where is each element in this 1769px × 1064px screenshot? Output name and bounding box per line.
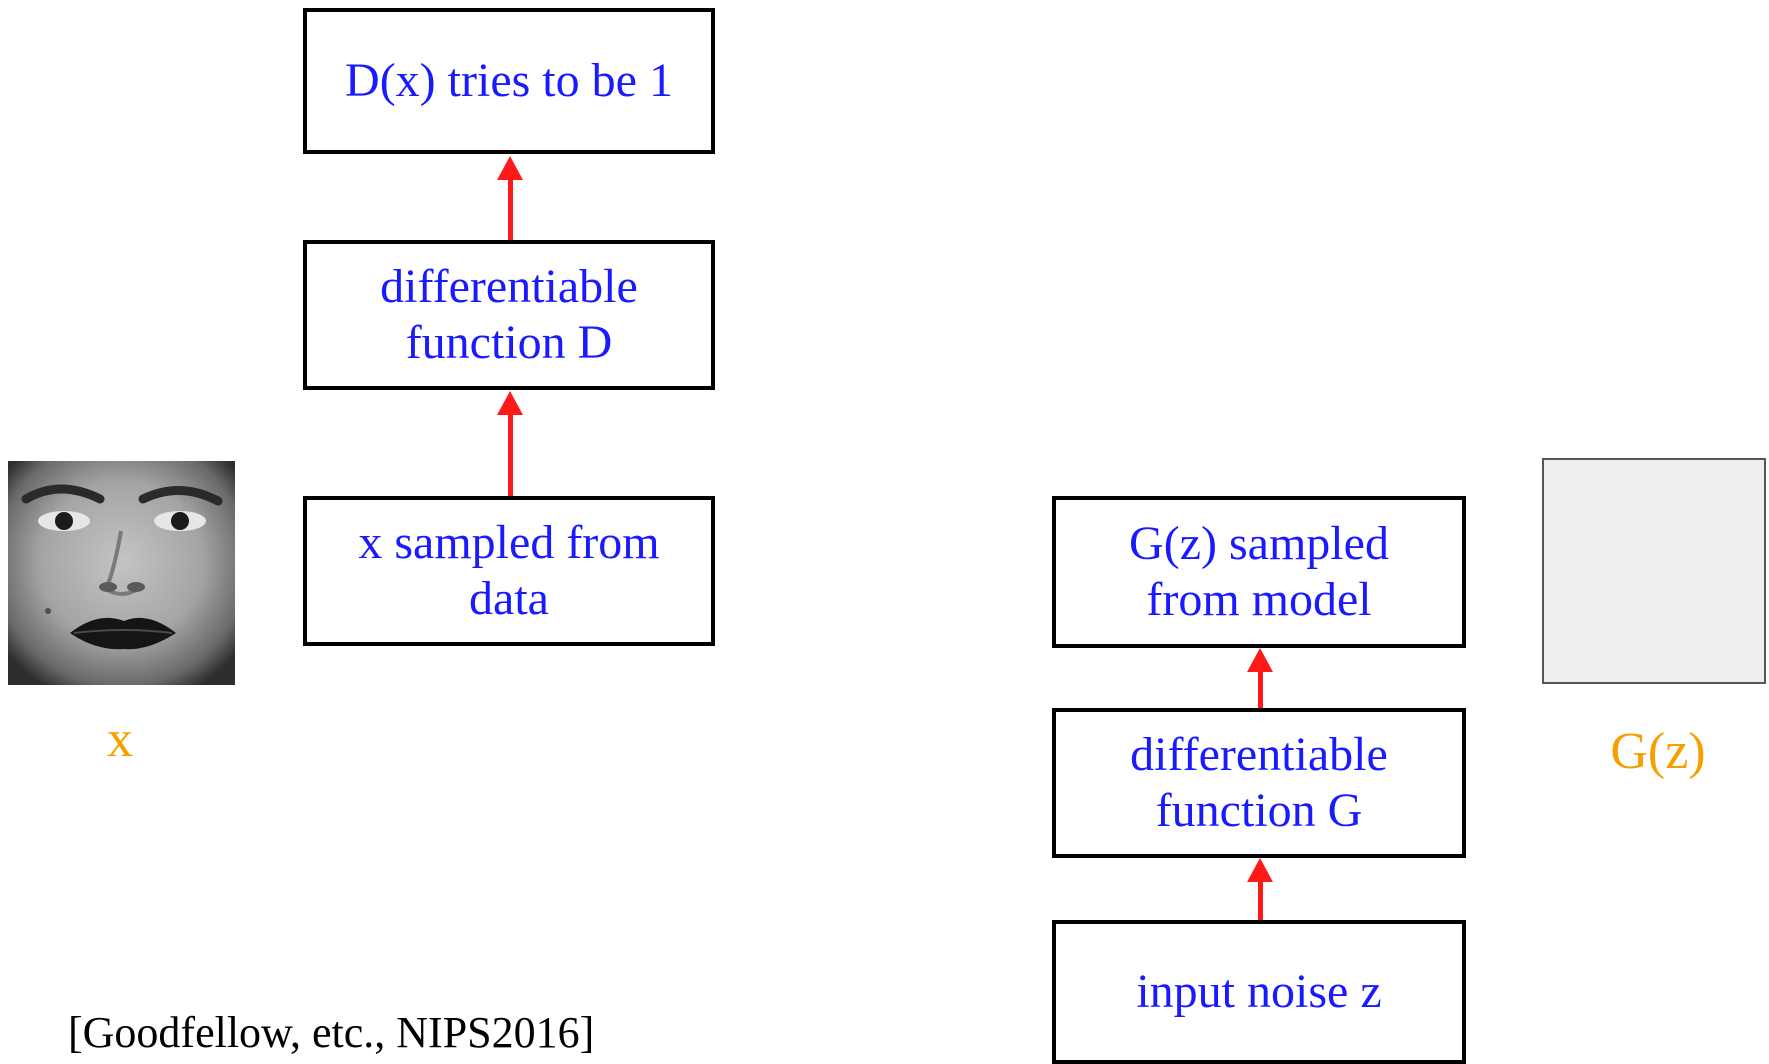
g-function-line-2: function G (1155, 784, 1363, 837)
generated-sample-image (1542, 458, 1766, 684)
arrow-head-d-function (497, 391, 523, 415)
d-function-line-1: differentiable (380, 260, 638, 313)
d-function-box: differentiable function D (303, 240, 715, 390)
citation: [Goodfellow, etc., NIPS2016] (68, 1008, 595, 1057)
arrow-d-input-to-function (508, 415, 513, 497)
g-function-box: differentiable function G (1052, 708, 1466, 858)
gz-sample-label: G(z) (1610, 723, 1706, 780)
face-sample-image (8, 461, 235, 685)
g-input-box: input noise z (1052, 920, 1466, 1064)
face-drawing (8, 461, 235, 685)
d-output-label: D(x) tries to be 1 (345, 54, 673, 107)
g-output-line-2: from model (1146, 573, 1372, 626)
d-output-box: D(x) tries to be 1 (303, 8, 715, 154)
x-sample-label: x (107, 711, 133, 768)
d-input-line-1: x sampled from (358, 516, 660, 569)
g-output-box: G(z) sampled from model (1052, 496, 1466, 648)
g-output-line-1: G(z) sampled (1129, 517, 1389, 570)
arrow-head-g-function (1247, 858, 1273, 882)
g-function-line-1: differentiable (1130, 728, 1388, 781)
arrow-head-d-output (497, 156, 523, 180)
g-input-label: input noise z (1136, 965, 1382, 1018)
d-input-box: x sampled from data (303, 496, 715, 646)
arrow-d-function-to-output (508, 180, 513, 241)
d-function-line-2: function D (405, 316, 613, 369)
arrow-g-input-to-function (1258, 882, 1263, 922)
arrow-g-function-to-output (1258, 672, 1263, 710)
d-input-line-2: data (469, 572, 549, 625)
arrow-head-g-output (1247, 648, 1273, 672)
